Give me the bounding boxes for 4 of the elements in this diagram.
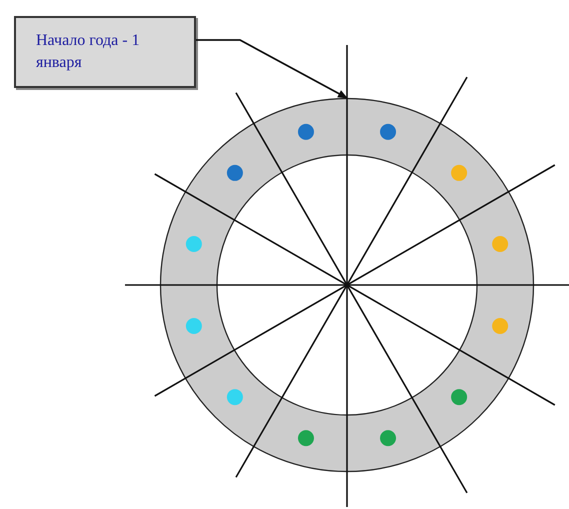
callout-box [14, 16, 196, 88]
leader-arrow [196, 39, 348, 99]
callout-text: Начало года - 1 января [36, 31, 141, 73]
ring [160, 98, 534, 472]
